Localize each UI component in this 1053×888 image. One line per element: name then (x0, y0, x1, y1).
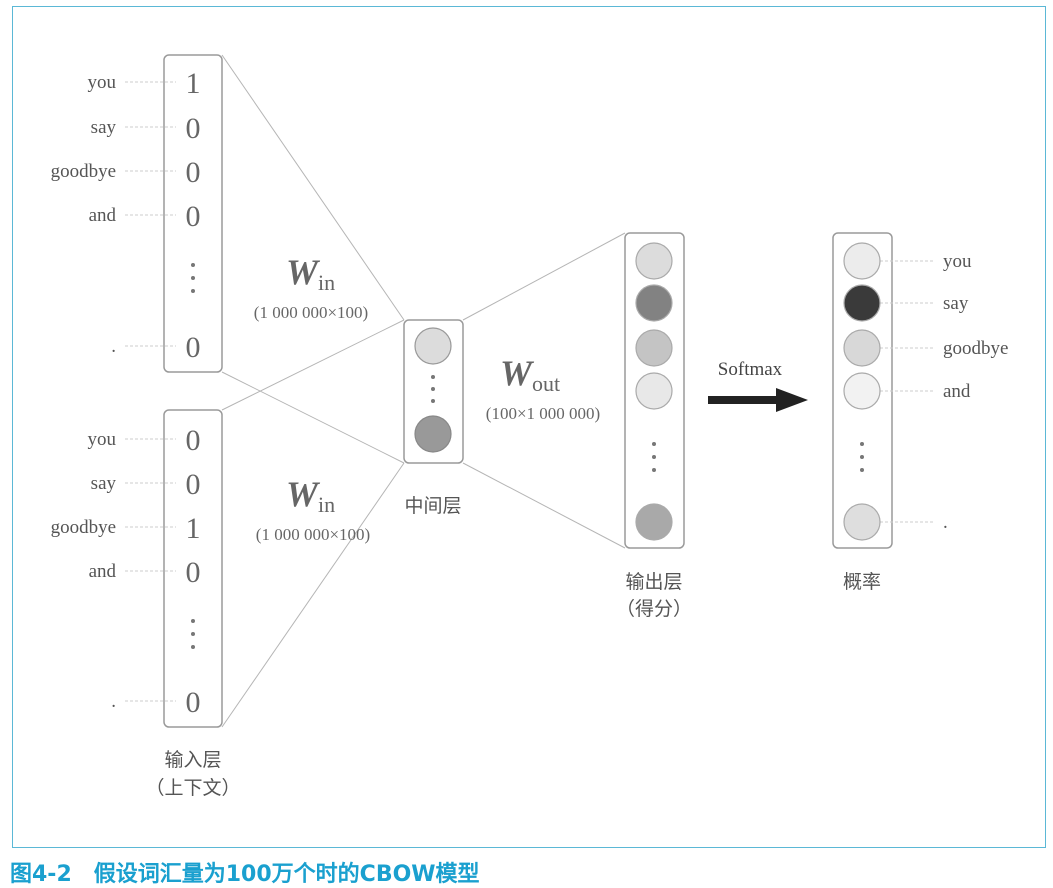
score-neuron (635, 242, 673, 280)
one-hot-value: 0 (186, 200, 201, 233)
w-in-bottom-dims: (1 000 000×100) (256, 525, 370, 544)
softmax-arrow-icon (708, 388, 808, 412)
output-layer-sublabel: （得分） (616, 598, 692, 620)
input-word: and (89, 561, 117, 582)
score-neuron (635, 372, 673, 410)
score-neuron (635, 503, 673, 541)
probability-label: 概率 (843, 571, 881, 593)
input-top-vector: you 1 say 0 goodbye 0 and 0. 0 (51, 67, 201, 364)
input-word: say (91, 473, 117, 494)
vector-ellipsis (860, 442, 864, 472)
hidden-neuron (414, 327, 452, 365)
one-hot-value: 0 (186, 331, 201, 364)
figure-frame (12, 6, 1046, 848)
output-word: and (943, 381, 971, 402)
one-hot-value: 0 (186, 156, 201, 189)
one-hot-value: 0 (186, 468, 201, 501)
vector-ellipsis (652, 442, 656, 472)
cbow-diagram: you 1 say 0 goodbye 0 and 0. 0 you 0 say 0 goodbye 1 a… (51, 54, 1008, 799)
hidden-neuron (414, 415, 452, 453)
hidden-layer-label: 中间层 (404, 495, 461, 517)
w-in-bottom-label: Win (286, 474, 335, 517)
output-layer-label: 输出层 (625, 571, 682, 593)
input-top-box (163, 54, 223, 373)
one-hot-value: 0 (186, 686, 201, 719)
output-scores (635, 242, 673, 541)
input-bottom-box (163, 409, 223, 728)
probabilities: you say goodbye and. (843, 242, 1008, 541)
output-word: goodbye (943, 338, 1008, 359)
input-word: and (89, 205, 117, 226)
input-layer-label: 输入层 (164, 749, 221, 771)
input-word: goodbye (51, 517, 116, 538)
output-word: you (943, 251, 972, 272)
one-hot-value: 0 (186, 556, 201, 589)
probability-neuron (843, 372, 881, 410)
input-layer-sublabel: （上下文） (145, 777, 240, 799)
w-in-top-label: Win (286, 252, 335, 295)
input-word: . (111, 691, 116, 712)
one-hot-value: 0 (186, 112, 201, 145)
score-neuron (635, 329, 673, 367)
output-word: . (943, 512, 948, 533)
connection-lines (221, 54, 626, 728)
input-word: you (88, 429, 117, 450)
input-bottom-vector: you 0 say 0 goodbye 1 and 0. 0 (51, 424, 201, 719)
output-word: say (943, 293, 969, 314)
vector-ellipsis (191, 619, 195, 649)
input-word: . (111, 336, 116, 357)
input-word: you (88, 72, 117, 93)
w-out-dims: (100×1 000 000) (486, 404, 600, 423)
figure-title: 假设词汇量为100万个时的CBOW模型 (93, 862, 480, 887)
w-in-top-dims: (1 000 000×100) (254, 303, 368, 322)
input-word: say (91, 117, 117, 138)
input-word: goodbye (51, 161, 116, 182)
probability-neuron (843, 242, 881, 280)
vector-ellipsis (191, 263, 195, 293)
one-hot-value: 1 (186, 67, 201, 100)
hidden-ellipsis (431, 375, 435, 403)
figure-caption: 图4-2 假设词汇量为100万个时的CBOW模型 (10, 856, 480, 888)
one-hot-value: 0 (186, 424, 201, 457)
softmax-label: Softmax (718, 359, 783, 380)
figure-number: 图4-2 (10, 862, 72, 887)
probability-neuron (843, 329, 881, 367)
probability-neuron (843, 503, 881, 541)
score-neuron (635, 284, 673, 322)
probability-neuron (843, 284, 881, 322)
w-out-label: Wout (500, 353, 560, 396)
one-hot-value: 1 (186, 512, 201, 545)
